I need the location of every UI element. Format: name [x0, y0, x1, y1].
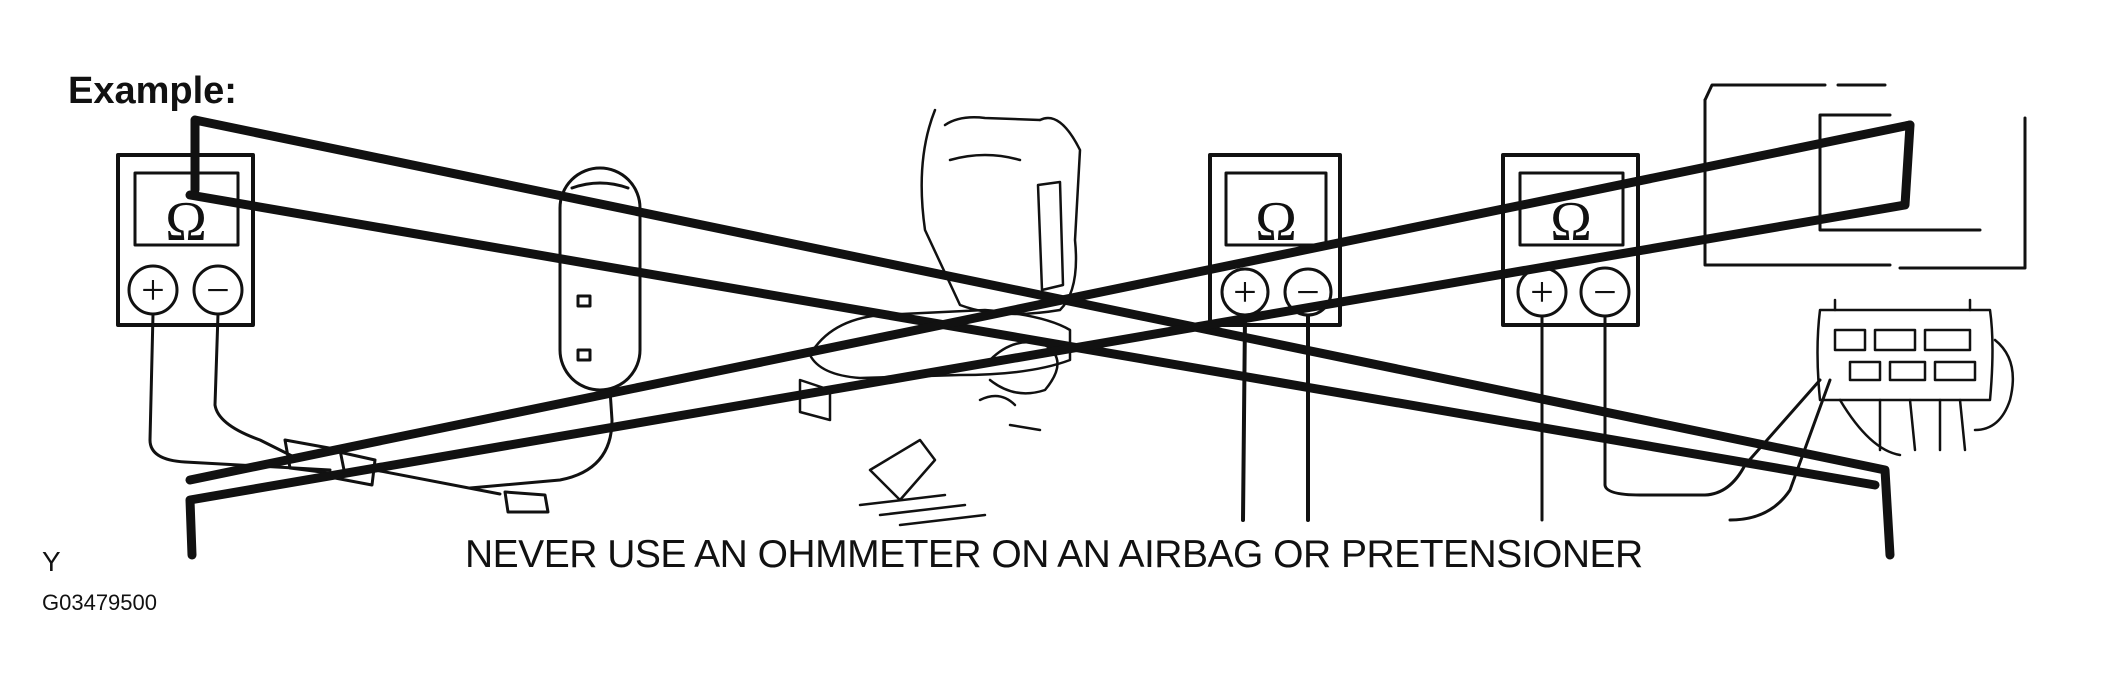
plus-terminal-1: + [141, 268, 165, 314]
plus-terminal-3: + [1530, 270, 1554, 316]
ecu-connector [1816, 298, 2015, 457]
ohmmeter-3 [1501, 153, 1640, 327]
ohm-symbol-2: Ω [1255, 191, 1297, 253]
ohm-symbol-3: Ω [1550, 191, 1592, 253]
meter-3-leads [1540, 314, 1832, 522]
seat-with-pretensioner [798, 108, 1082, 527]
minus-terminal-3: − [1593, 270, 1617, 316]
airbag-ecu [1703, 83, 2027, 270]
plus-terminal-2: + [1233, 270, 1257, 316]
figure-code: G03479500 [42, 590, 157, 615]
side-letter: Y [42, 546, 61, 577]
ohm-symbol-1: Ω [165, 191, 207, 253]
warning-caption: NEVER USE AN OHMMETER ON AN AIRBAG OR PR… [465, 533, 1643, 576]
minus-terminal-1: − [206, 268, 230, 314]
prohibition-x-marks [185, 115, 1915, 560]
diagram-title: Example: [68, 70, 237, 112]
minus-terminal-2: − [1296, 270, 1320, 316]
meter-1-leads [148, 312, 332, 472]
